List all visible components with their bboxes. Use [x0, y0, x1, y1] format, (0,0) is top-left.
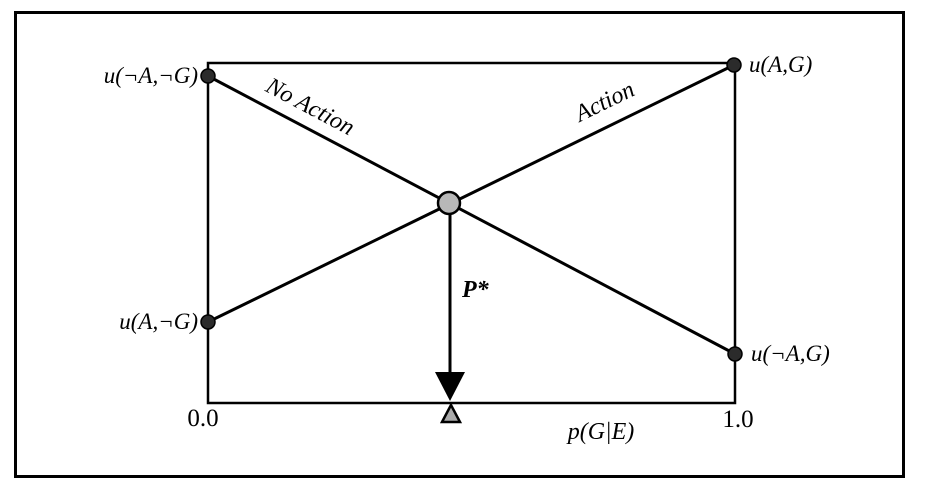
axis-marker-triangle-icon	[439, 402, 463, 424]
label-p-star: P*	[462, 277, 489, 303]
label-u-notA-G: u(¬A,G)	[751, 341, 830, 366]
action-line	[207, 63, 735, 324]
dot-u-notA-notG	[200, 68, 216, 84]
x-tick-0: 0.0	[187, 405, 219, 432]
no-action-line	[207, 74, 736, 356]
x-tick-1: 1.0	[722, 406, 754, 433]
dot-u-notA-G	[727, 346, 743, 362]
x-axis-label: p(G|E)	[567, 419, 635, 445]
indifference-point	[436, 190, 462, 216]
label-u-A-G: u(A,G)	[749, 52, 813, 77]
plot-box	[206, 61, 737, 405]
threshold-arrowhead-icon	[435, 372, 465, 401]
label-u-notA-notG: u(¬A,¬G)	[103, 63, 198, 88]
dot-u-A-G	[726, 57, 742, 73]
dot-u-A-notG	[200, 314, 216, 330]
figure-border	[14, 11, 905, 478]
label-u-A-notG: u(A,¬G)	[119, 309, 198, 334]
